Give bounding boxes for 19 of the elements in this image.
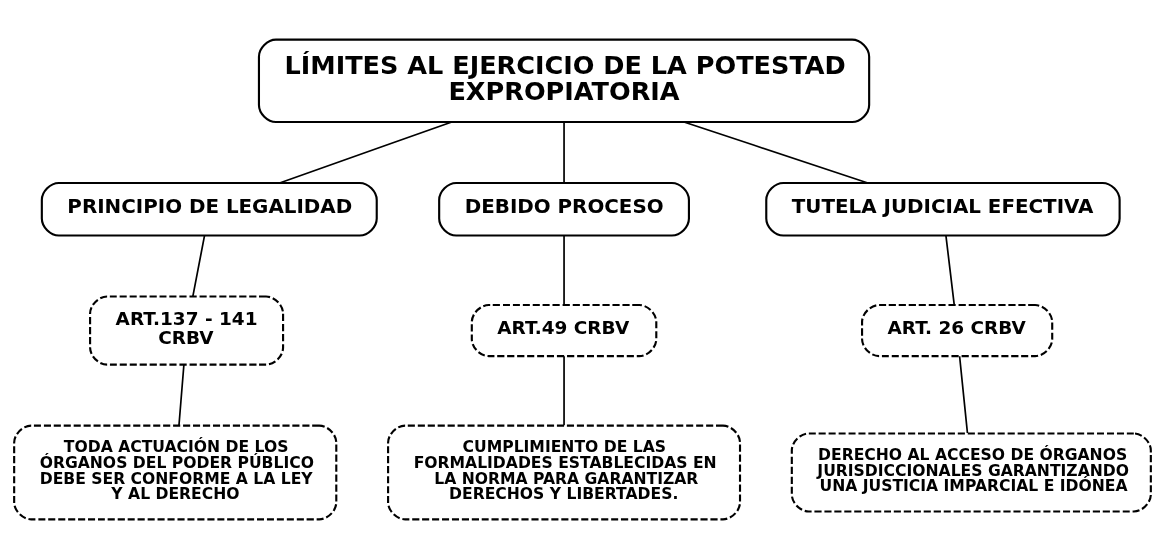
connector <box>192 234 206 298</box>
node-box: ART.49 CRBV <box>470 303 658 358</box>
connector <box>958 355 969 434</box>
connector <box>563 121 565 184</box>
node-box: ART.137 - 141 CRBV <box>89 295 285 366</box>
node-box: LÍMITES AL EJERCICIO DE LA POTESTAD EXPROPIATORIA <box>257 38 871 124</box>
connector <box>563 355 565 427</box>
node-box: DEBIDO PROCESO <box>438 181 690 237</box>
connector <box>563 234 565 306</box>
connector <box>683 121 869 184</box>
connector <box>278 121 453 184</box>
node-box: DERECHO AL ACCESO DE ÓRGANOS JURISDICCIONALES GARANTIZANDO UNA JUSTICIA IMPARCIAL E IDÓNEA <box>790 432 1152 513</box>
node-box: TUTELA JUDICIAL EFECTIVA <box>765 181 1121 237</box>
node-box: PRINCIPIO DE LEGALIDAD <box>40 181 378 237</box>
connector <box>945 234 956 306</box>
connector <box>178 364 185 427</box>
node-box: TODA ACTUACIÓN DE LOS ÓRGANOS DEL PODER PÚBLICO DEBE SER CONFORME A LA LEY Y AL DERECHO <box>13 424 338 521</box>
node-box: CUMPLIMIENTO DE LAS FORMALIDADES ESTABLECIDAS EN LA NORMA PARA GARANTIZAR DERECHOS Y LIBERTADES. <box>387 424 742 521</box>
node-box: ART. 26 CRBV <box>861 303 1054 358</box>
